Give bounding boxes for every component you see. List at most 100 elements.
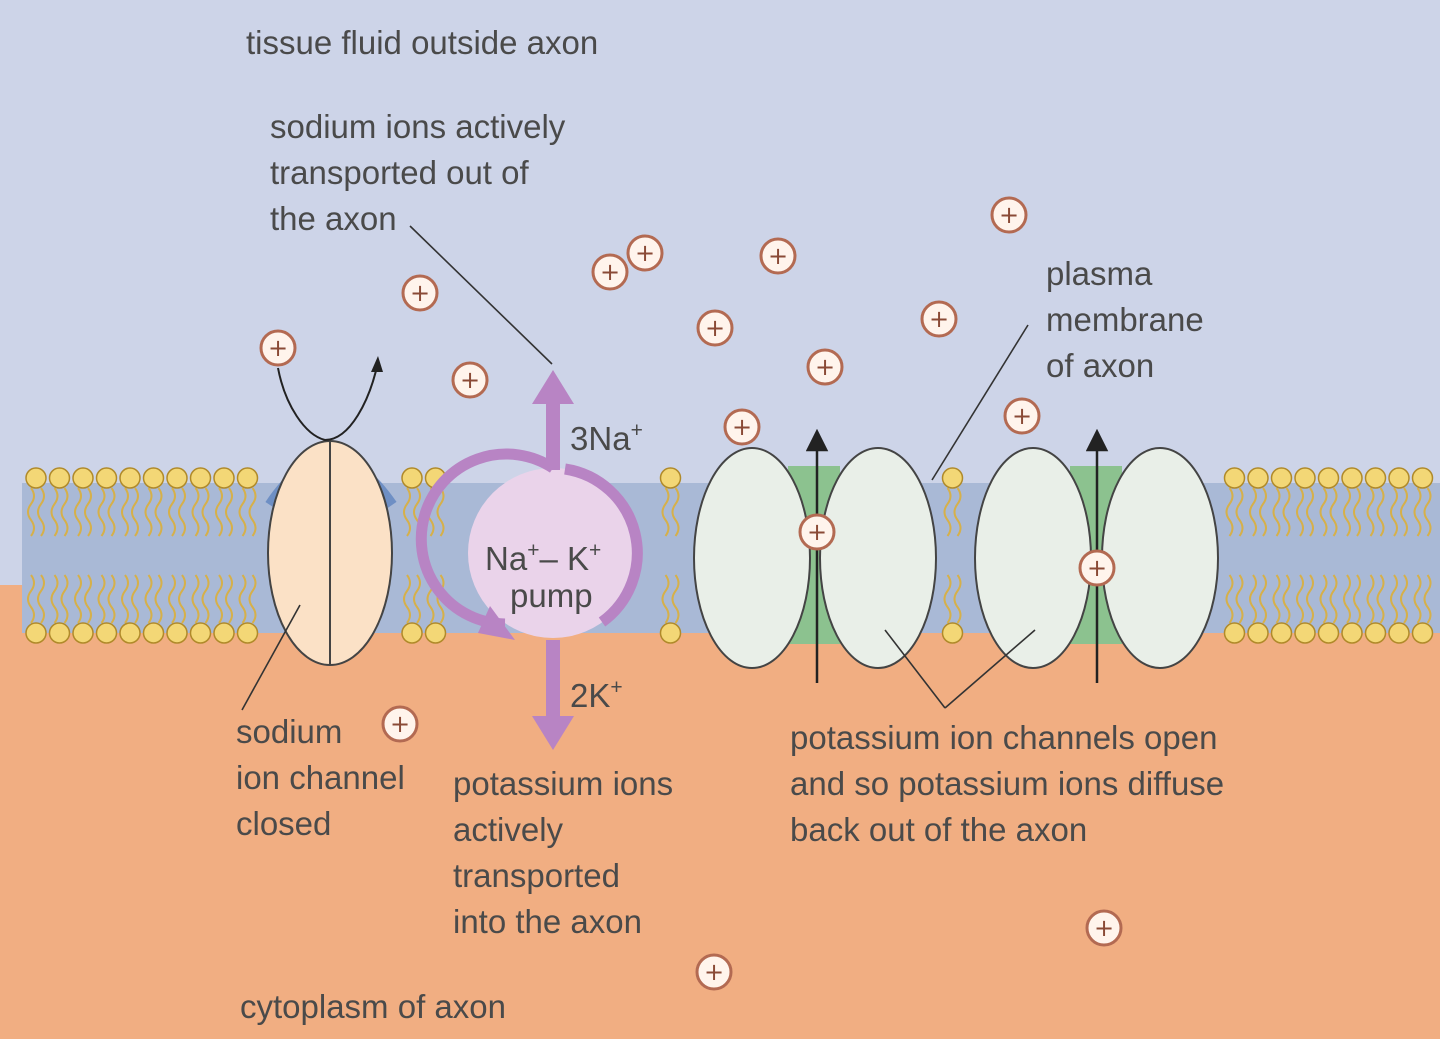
lipid-head <box>1341 622 1363 644</box>
lipid-head <box>236 622 259 644</box>
lipid-head <box>1223 467 1246 489</box>
lipid-tail <box>1390 487 1398 537</box>
ion-circle <box>401 274 439 312</box>
lipid-head <box>1388 467 1410 489</box>
sodium-ion-channel <box>265 356 397 666</box>
ion-charge: + <box>1094 914 1114 942</box>
lipid-tail <box>1366 487 1375 537</box>
lipid-head <box>48 622 71 644</box>
lipid-head <box>659 622 682 644</box>
potassium-channel-subunit-right <box>1101 447 1219 669</box>
label-line: potassium ion channels open <box>790 719 1218 756</box>
lipid-tail <box>1282 487 1291 537</box>
label-tissue-fluid: tissue fluid outside axon <box>246 24 599 61</box>
lipid-tail <box>1423 487 1432 537</box>
label-line: potassium ions <box>453 765 674 802</box>
ion-charge: + <box>704 958 724 986</box>
ion-circle <box>1003 397 1041 435</box>
lipid-tail <box>1249 487 1257 537</box>
positive-ion: + <box>798 513 836 551</box>
positive-ion: + <box>696 309 734 347</box>
pump-label-line1: Na+– K+ <box>485 528 601 582</box>
lipid-head <box>119 622 141 644</box>
sodium-channel-leader <box>241 604 301 711</box>
lipid-tail <box>943 487 952 537</box>
positive-ion: + <box>381 705 419 743</box>
ion-charge: + <box>807 518 827 546</box>
ion-charge: + <box>1012 402 1032 430</box>
lipid-head <box>25 467 47 489</box>
lipid-tail <box>1259 487 1267 537</box>
lipid-tail <box>1272 487 1281 537</box>
lipid-tail <box>168 574 176 624</box>
ion-circle <box>723 408 761 446</box>
pump-protein <box>468 468 638 638</box>
lipid-head <box>1223 622 1246 644</box>
ion-charge: + <box>268 334 288 362</box>
ion-circle <box>591 253 629 291</box>
pump-name: Na+– K+ <box>485 539 602 577</box>
potassium-channel-1 <box>693 428 937 683</box>
lipid-tail <box>238 574 247 624</box>
lipid-tail <box>1376 574 1385 624</box>
label-line: plasma <box>1046 255 1153 292</box>
pump-sodium-count: 3Na+ <box>570 408 643 462</box>
lipid-tail <box>27 574 35 624</box>
potassium-count-text: 2K+ <box>570 676 623 714</box>
label-potassium-channels-open: potassium ion channels open and so potas… <box>790 715 1224 853</box>
lipid-tail <box>154 574 163 624</box>
lipid-tail <box>1400 574 1408 624</box>
ion-circle <box>626 234 664 272</box>
lipid-tail <box>97 574 106 624</box>
label-line: back out of the axon <box>790 811 1088 848</box>
lipid-head <box>401 622 423 644</box>
lipid-tail <box>403 487 411 537</box>
lipid-head <box>941 622 964 644</box>
lipid-head <box>166 467 188 489</box>
ion-charge: + <box>815 353 835 381</box>
sodium-out-leader <box>409 225 553 365</box>
lipid-head <box>25 622 47 644</box>
lipid-tail <box>84 574 92 624</box>
lipid-head <box>95 467 118 489</box>
lipid-tail <box>1296 487 1304 537</box>
label-line: actively <box>453 811 564 848</box>
sodium-ion-path-arrowhead <box>371 356 383 372</box>
ion-charge: + <box>1087 554 1107 582</box>
lipid-tail <box>1259 574 1267 624</box>
label-line: ion channel <box>236 759 405 796</box>
label-line: closed <box>236 805 332 842</box>
lipid-tail <box>1400 487 1408 537</box>
lipid-tail <box>144 574 153 624</box>
lipid-head <box>1341 467 1363 489</box>
ion-charge: + <box>600 258 620 286</box>
ion-circle <box>798 513 836 551</box>
lipid-head <box>1388 622 1410 644</box>
lipid-head <box>1317 622 1340 644</box>
positive-ion: + <box>259 329 297 367</box>
lipid-tail <box>661 487 670 537</box>
positive-ion: + <box>591 253 629 291</box>
potassium-channels-leader <box>884 629 946 709</box>
ion-charge: + <box>460 366 480 394</box>
label-line: sodium <box>236 713 343 750</box>
potassium-channel-subunit-left <box>693 447 811 669</box>
lipid-tail <box>1235 574 1244 624</box>
lipid-head <box>236 467 259 489</box>
ion-circle <box>806 348 844 386</box>
lipid-tail <box>60 487 69 537</box>
ion-charge: + <box>410 279 430 307</box>
potassium-ion-channels <box>693 428 1219 683</box>
phospholipid-heads <box>25 467 1434 644</box>
ions: +++++++++++++++++ <box>259 196 1123 991</box>
lipid-tail <box>1306 574 1314 624</box>
lipid-tail <box>107 574 116 624</box>
lipid-head <box>119 467 141 489</box>
lipid-tail <box>74 574 82 624</box>
potassium-in-arrowhead <box>532 716 574 750</box>
ion-circle <box>381 705 419 743</box>
lipid-tail <box>201 487 210 537</box>
positive-ion: + <box>920 300 958 338</box>
lipid-head <box>189 622 212 644</box>
